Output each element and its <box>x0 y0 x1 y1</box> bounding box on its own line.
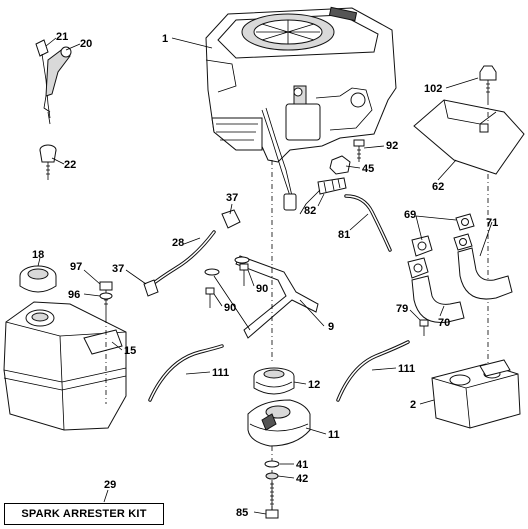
bolt-90-lower-part <box>205 287 215 308</box>
callout-15: 15 <box>124 345 136 357</box>
clamp-37-lower-part <box>143 279 159 297</box>
throttle-control-part <box>35 39 72 180</box>
callout-111-right: 111 <box>398 363 415 375</box>
callout-21: 21 <box>56 31 68 43</box>
callout-71: 71 <box>486 217 498 229</box>
callout-9: 9 <box>328 321 334 333</box>
exhaust-pipe-71-part <box>457 247 513 300</box>
bolt-92-part <box>353 139 365 162</box>
callout-20: 20 <box>80 38 92 50</box>
exhaust-pipe-70-part <box>411 275 465 324</box>
nut-45-part <box>329 155 351 175</box>
fuel-tank-part <box>3 301 127 431</box>
bolt-85-part <box>265 480 279 519</box>
callout-102: 102 <box>424 83 442 95</box>
callout-62: 62 <box>432 181 444 193</box>
callout-37-lower: 37 <box>112 263 124 275</box>
callout-70: 70 <box>438 317 450 329</box>
callout-28: 28 <box>172 237 184 249</box>
leader-lines <box>37 37 493 515</box>
callout-90-upper: 90 <box>256 283 268 295</box>
clamp-37-upper-part <box>221 209 241 229</box>
callout-97: 97 <box>70 261 82 273</box>
callout-42: 42 <box>296 473 308 485</box>
muffler-bracket-part <box>204 255 319 339</box>
callout-22: 22 <box>64 159 76 171</box>
fuel-cap-part <box>19 265 57 293</box>
vent-hose-111-right-part <box>336 340 410 402</box>
screw-79-part <box>419 319 429 336</box>
fuel-connector-part <box>299 177 347 215</box>
callout-45: 45 <box>362 163 374 175</box>
callout-92: 92 <box>386 140 398 152</box>
callout-41: 41 <box>296 459 308 471</box>
callout-111-left: 111 <box>212 367 229 379</box>
pulley-part <box>253 367 295 395</box>
callout-82: 82 <box>304 205 316 217</box>
callout-12: 12 <box>308 379 320 391</box>
callout-96: 96 <box>68 289 80 301</box>
heat-shield-part <box>413 65 525 372</box>
vent-hose-111-left-part <box>148 344 224 402</box>
callout-29: 29 <box>104 479 116 491</box>
fuel-hose-28-part <box>148 230 216 288</box>
callout-1: 1 <box>162 33 168 45</box>
callout-37-upper: 37 <box>226 192 238 204</box>
gasket-69-part <box>407 213 475 279</box>
bolt-97-part <box>99 281 113 318</box>
callout-69: 69 <box>404 209 416 221</box>
callout-90-lower: 90 <box>224 302 236 314</box>
muffler-part <box>431 359 521 429</box>
callout-85: 85 <box>236 507 248 519</box>
callout-11: 11 <box>328 429 340 441</box>
callout-81: 81 <box>338 229 350 241</box>
pto-clutch-part <box>247 399 311 447</box>
callout-18: 18 <box>32 249 44 261</box>
callout-2: 2 <box>410 399 416 411</box>
engine-part <box>205 6 397 211</box>
washer-96-part <box>99 292 113 300</box>
washer-41-part <box>264 460 280 468</box>
spark-arrester-kit-box: SPARK ARRESTER KIT <box>4 503 164 525</box>
bolt-90-upper-part <box>239 263 249 286</box>
spark-arrester-kit-label: SPARK ARRESTER KIT <box>21 508 147 520</box>
fuel-line-81-part <box>344 194 392 252</box>
washer-42-part <box>265 472 279 480</box>
callout-79: 79 <box>396 303 408 315</box>
